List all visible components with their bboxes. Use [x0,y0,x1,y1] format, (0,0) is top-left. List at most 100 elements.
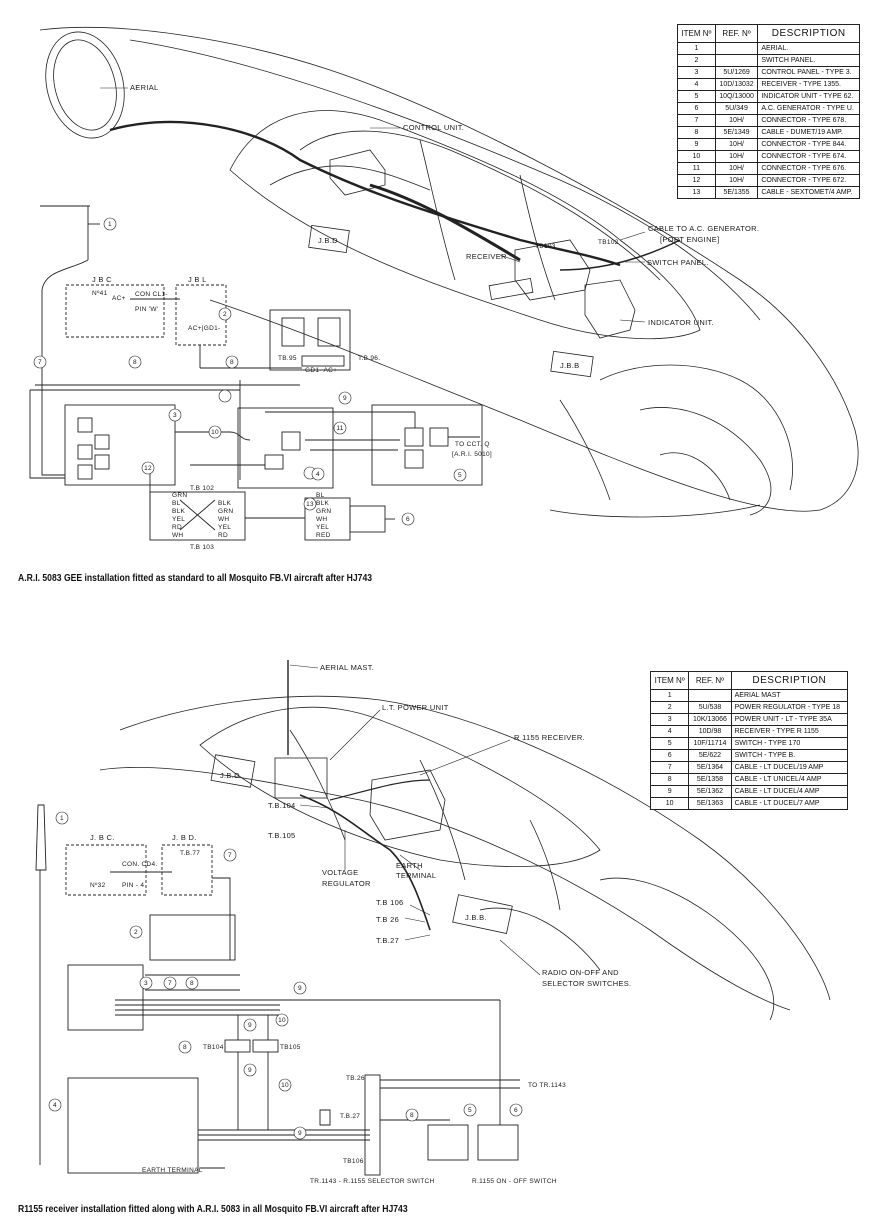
jbc-schematic-label: J B C [92,275,112,284]
ref-number-cell: 5E/622 [688,749,732,762]
tb-wire-colours-right: BLK GRN WH YEL RD [218,500,233,539]
description-cell: POWER REGULATOR - TYPE 18 [730,701,849,714]
tb104-schematic-label: TB104 [203,1044,224,1051]
tb106-label: T.B 106 [376,898,404,907]
jbd-label-2: J.B.D [220,771,240,780]
svg-text:BLK: BLK [172,508,186,515]
table-header-row: ITEM Nº REF. Nº DESCRIPTION [649,671,849,690]
ref-number-cell: 10H/ [714,174,759,187]
svg-text:7: 7 [168,980,172,987]
item-number-cell: 10 [677,150,716,163]
item-8-marker: 8 [133,359,137,366]
item-number-cell: 13 [677,186,716,199]
gee-cable-run [109,120,681,271]
ac-gd1-label: AC+|GD1- [188,325,220,332]
description-cell: INDICATOR UNIT - TYPE 62. [757,90,860,103]
tb106-schematic-label: TB106 [343,1158,364,1165]
description-cell: CABLE - SEXTOMET/4 AMP. [757,186,860,199]
item-2-marker: 2 [223,311,227,318]
description-cell: A.C. GENERATOR - TYPE U. [757,102,860,115]
svg-text:9: 9 [248,1067,252,1074]
item-9-marker: 9 [343,395,347,402]
description-cell: CONNECTOR - TYPE 844. [757,138,860,151]
svg-text:7: 7 [228,852,232,859]
description-cell: CONNECTOR - TYPE 674. [757,150,860,163]
aerial-mast-label: AERIAL MAST. [320,663,374,672]
description-cell: RECEIVER - TYPE R 1155 [730,725,849,738]
gee-fuselage-drawing [39,27,859,518]
tb103-bottom-label: T.B 103 [190,544,214,551]
svg-text:2: 2 [134,929,138,936]
pin-w-label: PIN 'W' [135,306,158,313]
tb95-label: TB.95 [278,355,297,362]
description-cell: CABLE - LT DUCEL/19 AMP [730,761,849,774]
switch-panel-label: SWITCH PANEL. [647,258,709,267]
ref-number-cell: 5E/1363 [688,797,732,810]
ref-number-cell: 5E/1364 [688,761,732,774]
r1155-receiver-label: R 1155 RECEIVER. [514,733,585,742]
ref-number-cell: 5E/1355 [714,186,759,199]
r1155-schematic [35,804,520,1176]
tb103-label: TB103 [535,243,556,250]
tb105-schematic-label: TB105 [280,1044,301,1051]
item-number-cell: 1 [677,42,716,55]
svg-text:1: 1 [60,815,64,822]
gee-caption: A.R.I. 5083 GEE installation fitted as s… [18,572,373,584]
earth-label: EARTH [396,861,423,870]
gd1-ac-label: GD1- AC+ [305,367,337,374]
r1155-caption: R1155 receiver installation fitted along… [18,1203,408,1215]
item-number-cell: 2 [649,701,690,714]
ac-plus-label: AC+ [112,295,126,302]
svg-text:BL: BL [316,492,325,499]
svg-text:YEL: YEL [316,524,329,531]
tb104-label: T.B.104 [268,801,296,810]
tb96-label: T.B 96. [358,355,380,362]
item-number-cell: 3 [677,66,716,79]
item-3-marker: 3 [173,412,177,419]
ref-number-cell: 10H/ [714,162,759,175]
description-cell: CONNECTOR - TYPE 678. [757,114,860,127]
svg-text:WH: WH [316,516,327,523]
ref-number-cell [714,42,759,55]
con-cd4-label: CON. CD4. [122,861,158,868]
item-number-cell: 6 [649,749,690,762]
aerial-label: AERIAL [130,83,158,92]
ref-number-cell: 5U/349 [714,102,759,115]
ref-number-cell: 5E/1358 [688,773,732,786]
tb102-bottom-label: T.B 102 [190,485,214,492]
r1155-cable-run [287,660,431,931]
ari-5010-label: [A.R.I. 5010] [452,451,492,458]
svg-text:WH: WH [172,532,183,539]
description-cell: AERIAL. [757,42,860,55]
receiver-label: RECEIVER [466,252,507,261]
jbd-schematic-label-2: J. B D. [172,833,197,842]
ref-number-cell [688,689,732,702]
item-5-marker: 5 [458,472,462,479]
cable-generator-label: CABLE TO A.C. GENERATOR. [648,224,759,233]
item-11-marker: 11 [336,425,343,432]
voltage-label: VOLTAGE [322,868,358,877]
item-8b-marker: 8 [230,359,234,366]
svg-text:8: 8 [190,980,194,987]
selector-switch-label: TR.1143 - R.1155 SELECTOR SWITCH [310,1178,434,1185]
regulator-label: REGULATOR [322,879,371,888]
description-cell: CONNECTOR - TYPE 676. [757,162,860,175]
item-number-cell: 8 [677,126,716,139]
jbd-label: J.B.D [318,236,338,245]
tb26-label: T.B 26 [376,915,399,924]
